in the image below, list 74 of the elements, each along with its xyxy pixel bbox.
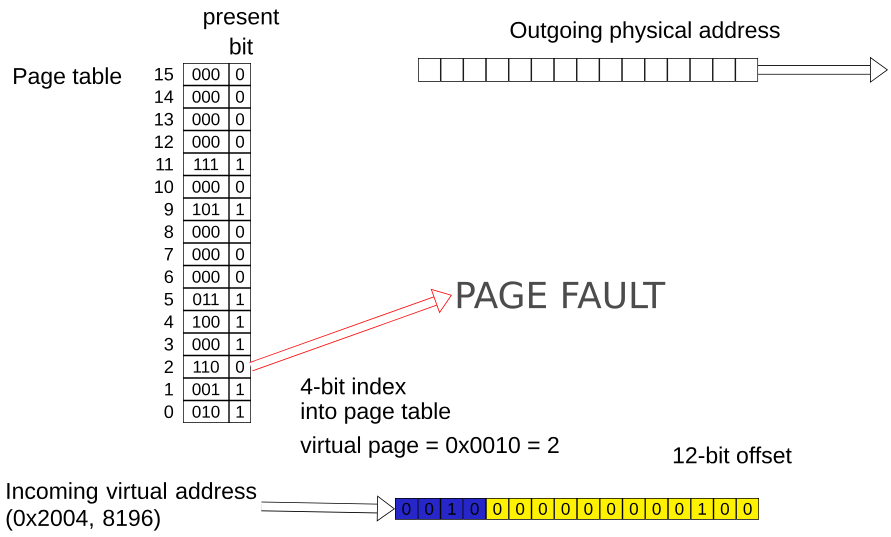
register-cell: 0 — [714, 498, 736, 520]
hollow-arrow — [249, 288, 452, 372]
present-bit-cell: 0 — [229, 243, 251, 266]
present-bit-cell: 1 — [229, 400, 251, 423]
row-number: 11 — [156, 158, 173, 170]
register-cell: 0 — [600, 498, 622, 520]
register-cell — [463, 58, 486, 82]
row-number: 14 — [155, 90, 174, 103]
row-number: 4 — [164, 316, 174, 328]
row-number: 9 — [164, 202, 173, 216]
present-bit-cell: 0 — [229, 220, 251, 243]
register-cell: 0 — [668, 498, 691, 520]
register-cell — [599, 58, 622, 82]
row-number: 10 — [155, 180, 174, 194]
register-cell — [667, 58, 690, 82]
register-cell: 0 — [418, 498, 440, 520]
register-cell — [440, 58, 464, 82]
present-bit-cell: 1 — [229, 378, 251, 400]
fault-message: PAGE FAULT — [458, 281, 666, 309]
register-cell: 1 — [440, 498, 464, 520]
row-number: 7 — [164, 248, 173, 260]
present-bit-cell: 1 — [229, 310, 251, 333]
register-cell: 0 — [645, 498, 668, 520]
row-number: 12 — [155, 135, 173, 148]
row-number: 3 — [164, 338, 174, 351]
register-cell — [576, 58, 600, 82]
present-bit-cell: 1 — [229, 153, 251, 176]
register-cell — [735, 58, 758, 82]
register-cell: 0 — [622, 498, 646, 520]
register-cell: 0 — [486, 498, 509, 520]
register-cell — [531, 58, 554, 82]
register-cell — [486, 58, 509, 82]
register-cell — [644, 58, 668, 82]
present-bit-cell: 0 — [229, 108, 251, 130]
table-title: Page table — [14, 67, 122, 89]
index-note: 4-bit index — [300, 378, 406, 394]
row-number: 8 — [164, 225, 174, 238]
index-note: into page table — [302, 402, 450, 424]
present-bit-cell: 0 — [229, 63, 251, 86]
register-cell: 0 — [554, 498, 577, 520]
register-cell: 0 — [736, 498, 759, 520]
register-cell: 0 — [508, 498, 532, 520]
register-cell — [418, 58, 441, 82]
present-bit-cell: 0 — [229, 355, 251, 378]
index-note: virtual page = 0x0010 = 2 — [300, 436, 559, 458]
register-cell — [712, 58, 736, 82]
register-cell: 0 — [577, 498, 600, 520]
offset-note: 12-bit offset — [674, 446, 792, 464]
register-cell: 1 — [690, 498, 714, 520]
row-number: 6 — [164, 270, 174, 284]
present-bit-cell: 0 — [229, 266, 251, 288]
hollow-arrow — [758, 56, 888, 83]
row-number: 13 — [155, 112, 174, 126]
register-cell — [508, 58, 532, 82]
register-title: Outgoing physical address — [510, 21, 780, 43]
register-cell — [690, 58, 713, 82]
present-bit-cell: 1 — [229, 288, 251, 310]
present-bit-cell: 0 — [229, 86, 251, 108]
register-cell: 0 — [463, 498, 486, 520]
register-cell — [622, 58, 645, 82]
input-label: Incoming virtual address (0x2004, 8196) — [6, 482, 256, 531]
row-number: 2 — [164, 360, 173, 374]
row-number: 0 — [164, 405, 174, 418]
register-cell: 0 — [532, 498, 554, 520]
row-number: 15 — [155, 68, 174, 81]
row-number: 5 — [164, 292, 174, 306]
present-bit-cell: 0 — [229, 130, 251, 153]
register-cell: 0 — [395, 498, 418, 520]
register-cell — [554, 58, 577, 82]
present-bit-cell: 1 — [229, 333, 251, 356]
row-number: 1 — [165, 383, 173, 396]
present-bit-cell: 0 — [229, 176, 251, 198]
present-bit-cell: 1 — [229, 198, 251, 220]
column-heading: present bit — [204, 9, 280, 55]
